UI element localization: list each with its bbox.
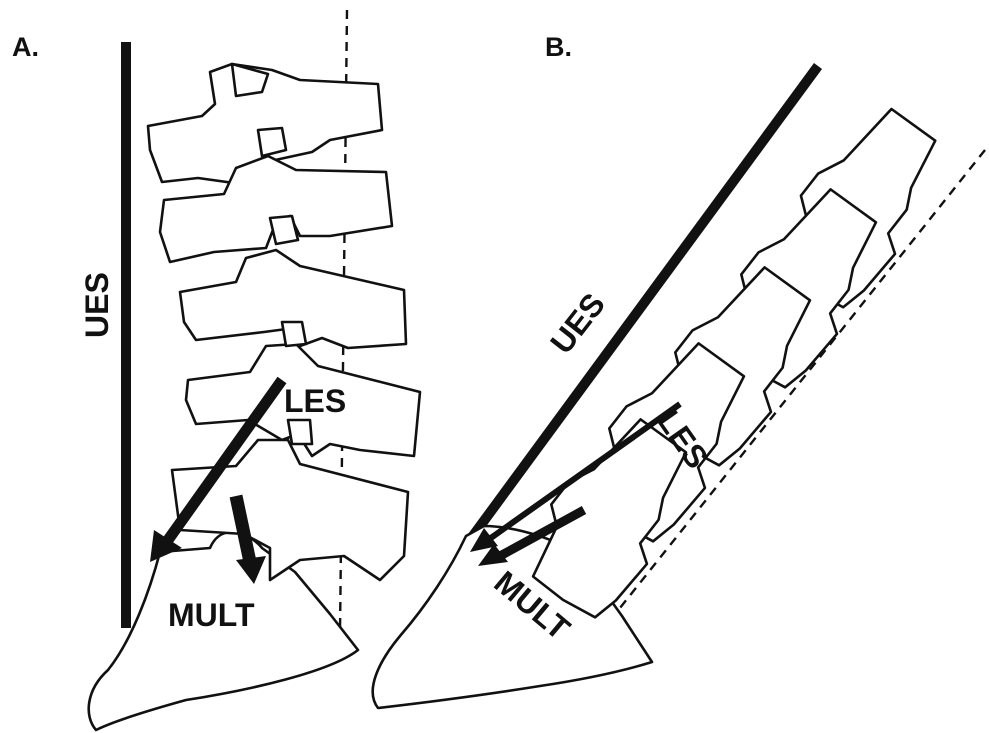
panel-b: B. UES LES MULT — [373, 32, 985, 708]
panel-b-ues-label: UES — [543, 286, 612, 360]
panel-b-label: B. — [545, 32, 572, 62]
panel-a-mult-label: MULT — [168, 597, 255, 633]
panel-a-ues-label: UES — [79, 272, 115, 338]
panel-a-les-label: LES — [284, 383, 346, 419]
panel-a: A. — [12, 10, 420, 730]
panel-a-label: A. — [12, 32, 39, 62]
